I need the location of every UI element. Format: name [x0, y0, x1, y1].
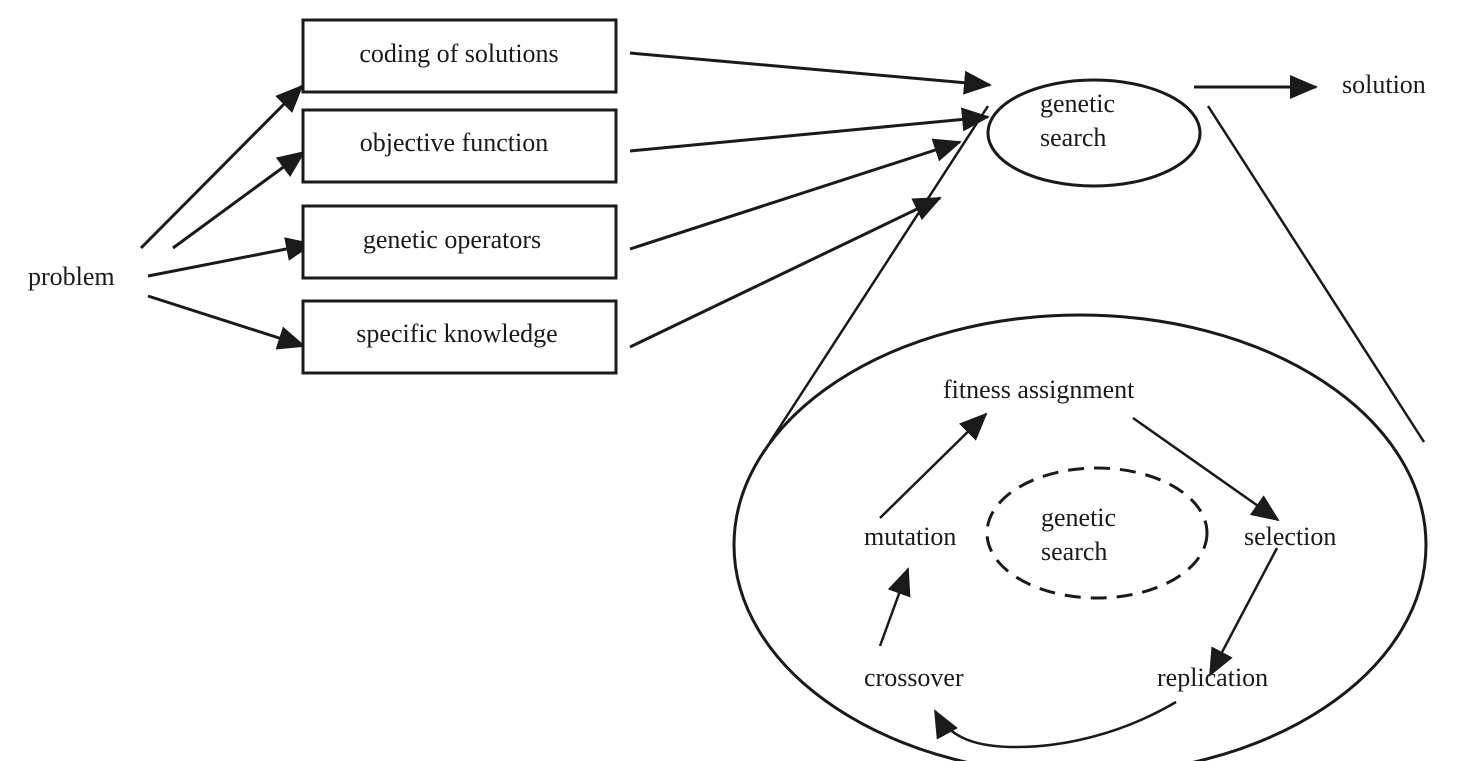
input-label: objective function	[360, 128, 548, 157]
input-box-operators: genetic operators	[301, 204, 618, 280]
arrow-mutation-to-fitness	[879, 412, 988, 519]
input-box-coding: coding of solutions	[301, 18, 618, 94]
step-replication: replication	[1157, 663, 1268, 692]
arrow-operators-to-search	[629, 138, 962, 251]
arrow-coding-to-search	[629, 51, 992, 95]
arrow-problem-to-objective	[172, 150, 306, 250]
inner-search-line2: search	[1041, 537, 1107, 566]
inner-search-line1: genetic	[1041, 503, 1116, 532]
input-box-knowledge: specific knowledge	[301, 299, 618, 375]
arrow-objective-to-search	[629, 107, 990, 153]
search-label-line2: search	[1040, 123, 1106, 152]
arrow-selection-to-replication	[1208, 547, 1279, 677]
step-selection: selection	[1244, 522, 1336, 551]
arrow-problem-to-knowledge	[147, 294, 306, 350]
step-mutation: mutation	[864, 522, 956, 551]
zoom-line-left	[768, 105, 990, 443]
input-label: coding of solutions	[359, 39, 558, 68]
input-label: genetic operators	[363, 225, 541, 254]
input-label: specific knowledge	[356, 319, 557, 348]
input-box-objective: objective function	[301, 108, 618, 184]
solution-label: solution	[1342, 70, 1426, 99]
step-fitness-assignment: fitness assignment	[943, 375, 1135, 404]
step-crossover: crossover	[864, 663, 964, 692]
genetic-search-node: genetic search	[986, 78, 1202, 188]
arrow-replication-to-crossover	[933, 700, 1177, 749]
arrow-knowledge-to-search	[629, 196, 942, 349]
arrow-problem-to-coding	[139, 84, 304, 250]
arrow-problem-to-operators	[147, 237, 314, 278]
inner-genetic-search: genetic search	[985, 466, 1209, 600]
arrow-fitness-to-selection	[1132, 416, 1280, 522]
zoom-line-right	[1206, 105, 1426, 443]
expanded-search-ellipse	[732, 313, 1428, 761]
arrow-crossover-to-mutation	[878, 567, 911, 647]
problem-label: problem	[28, 262, 115, 291]
search-label-line1: genetic	[1040, 89, 1115, 118]
